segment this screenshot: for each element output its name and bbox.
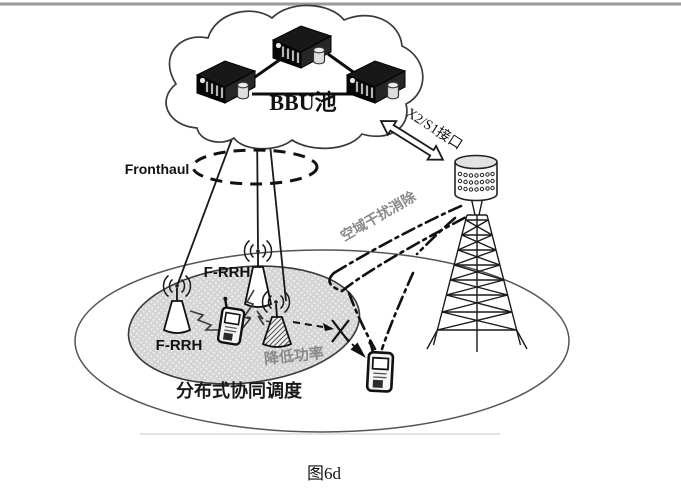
bbu-pool-cloud [165,4,424,150]
macro-antenna-cylinder [454,154,498,202]
bolt-icon-2 [241,289,255,330]
arrowhead-to-ue2 [350,342,366,358]
f-rrh-antenna-2 [243,239,273,308]
x2s1-double-arrow-icon [379,120,445,161]
fronthaul-link-1 [176,127,237,287]
interference-bolts [189,289,273,331]
bolt-icon-3 [256,310,265,326]
small-arrowhead [323,323,334,331]
fronthaul-dashed-ellipse [191,148,319,186]
fronthaul-link-3 [267,124,287,302]
f-rrh-label-center: F-RRH [204,264,251,281]
power-reduced-link [292,319,366,358]
f-rrh-label-left: F-RRH [156,337,203,354]
f-rrh-antenna-1 [162,274,192,334]
interference-cancellation-beam [328,204,470,351]
macro-cell-coverage-ellipse [74,249,570,433]
x2s1-interface-label: X2/S1接口 [403,104,466,153]
distributed-scheduling-label: 分布式协同调度 [176,380,303,401]
macro-tower [426,196,528,352]
f-rrh-antenna-3 [261,290,293,348]
ue-phone-2 [364,339,396,394]
fronthaul-label: Fronthaul [125,161,190,177]
bolt-icon-1 [189,310,220,331]
spatial-interference-label: 空域干扰消除 [338,188,420,245]
bbu-pool-label: BBU池 [269,90,336,115]
figure-caption: 图6d [307,464,341,483]
